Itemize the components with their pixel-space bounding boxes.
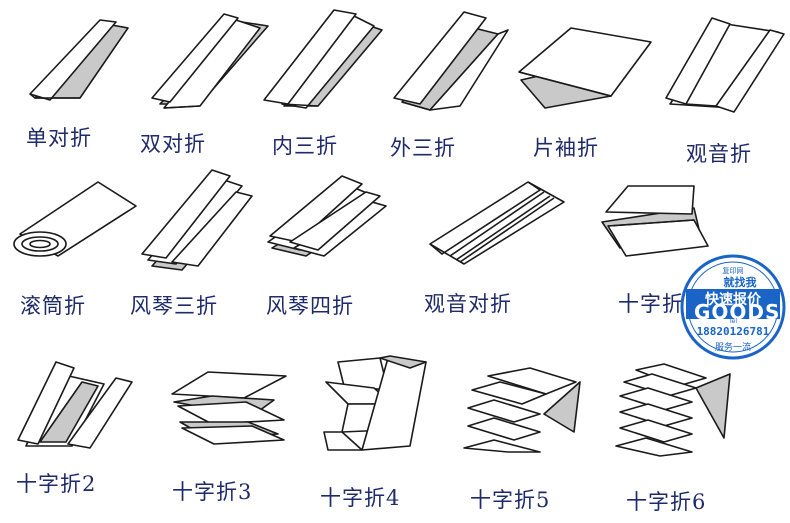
fold-cross-3: 十字折3 [168, 366, 298, 516]
fold-label-cross-5: 十字折5 [470, 488, 551, 512]
fold-cross-4: 十字折4 [318, 355, 448, 516]
cross-fold-1-illustration [601, 185, 709, 257]
sleeve-fold-illustration [518, 27, 652, 109]
accordion-four-fold-illustration [267, 175, 387, 257]
letter-fold-illustration [263, 9, 383, 109]
fold-sleeve: 片袖折 [515, 0, 655, 160]
double-parallel-fold-illustration [151, 13, 269, 109]
fold-label-cross-6: 十字折6 [626, 490, 707, 514]
fold-double-gate: 观音对折 [424, 170, 574, 330]
fold-label-cross-4: 十字折4 [320, 486, 401, 510]
fold-label-cross-3: 十字折3 [172, 480, 253, 504]
fold-roll: 滚筒折 [10, 176, 140, 326]
badge-seal-icon [680, 254, 786, 360]
fold-cross-5: 十字折5 [460, 360, 590, 520]
single-fold-illustration [29, 19, 129, 101]
badge-service: 服务一流 [714, 343, 751, 353]
cross-fold-4-illustration [323, 355, 427, 451]
cross-fold-5-illustration [463, 367, 581, 453]
fold-label-double-gate: 观音对折 [424, 292, 512, 316]
fold-z: 外三折 [390, 0, 520, 160]
double-gate-fold-illustration [429, 181, 565, 265]
gate-fold-illustration [665, 17, 785, 113]
fold-label-accordion-three: 风琴三折 [130, 294, 218, 318]
cross-fold-3-illustration [171, 371, 287, 445]
fold-cross-2: 十字折2 [10, 356, 140, 506]
badge-phone: 18820126781 [696, 325, 770, 338]
fold-double-parallel: 双对折 [140, 0, 270, 160]
badge-tel-label: Tel [728, 318, 737, 325]
fold-label-double-parallel: 双对折 [140, 132, 206, 156]
fold-label-letter: 内三折 [272, 134, 338, 158]
fold-label-accordion-four: 风琴四折 [266, 294, 354, 318]
badge-slogan-1: 就找我 [723, 276, 757, 289]
cross-fold-2-illustration [17, 361, 133, 449]
fold-single: 单对折 [0, 0, 130, 160]
fold-gate: 观音折 [660, 0, 790, 170]
cross-fold-6-illustration [615, 363, 731, 457]
watermark-badge: 复印网 就找我 快速报价 GOODS Tel 18820126781 服务一流 [680, 254, 786, 360]
fold-label-z: 外三折 [390, 136, 456, 160]
fold-label-roll: 滚筒折 [20, 294, 86, 318]
fold-letter: 内三折 [258, 0, 388, 160]
badge-top-text: 复印网 [722, 267, 744, 275]
fold-label-cross-2: 十字折2 [16, 472, 97, 496]
roll-fold-illustration [13, 181, 137, 257]
fold-label-single: 单对折 [26, 126, 92, 150]
accordion-three-fold-illustration [141, 169, 253, 271]
fold-accordion-four: 风琴四折 [262, 166, 392, 326]
badge-slogan-2: 快速报价 [705, 292, 761, 308]
badge-brand: GOODS [694, 300, 781, 324]
fold-label-sleeve: 片袖折 [533, 136, 599, 160]
fold-label-gate: 观音折 [686, 142, 752, 166]
z-fold-illustration [393, 11, 509, 111]
fold-accordion-three: 风琴三折 [130, 166, 266, 326]
fold-cross-6: 十字折6 [612, 360, 742, 520]
